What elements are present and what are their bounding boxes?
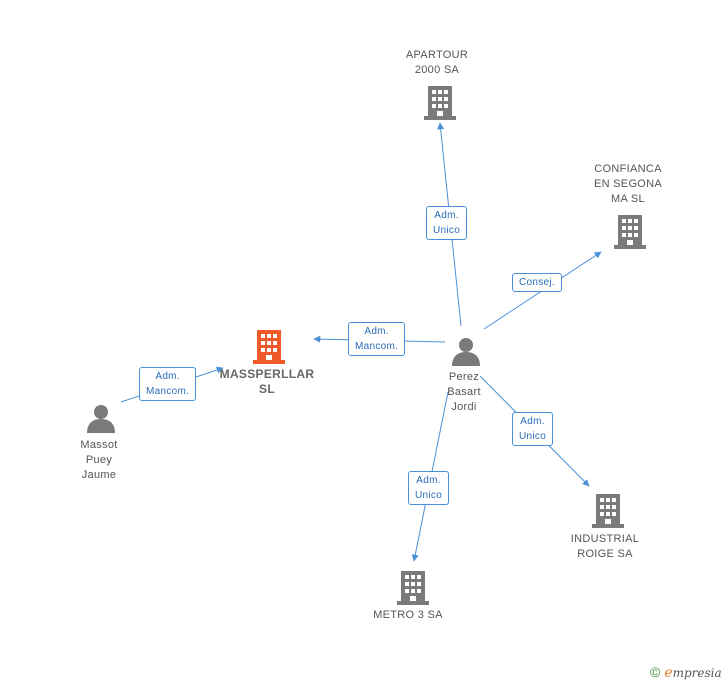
edge-label-massot-massperllar-line-1: Adm. (155, 371, 180, 382)
perez-label[interactable]: Perez Basart Jordi (429, 370, 499, 415)
confianca-building-icon[interactable] (614, 213, 646, 249)
brand-logo: empresia (664, 665, 722, 681)
edge-label-perez-industrial-line-1: Adm. (520, 416, 545, 427)
industrial-building-icon[interactable] (592, 492, 624, 528)
metro-label-line-1: METRO 3 SA (373, 609, 443, 621)
edge-label-massot-massperllar-line-2: Mancom. (146, 386, 190, 397)
edge-label-perez-apartour-line-1: Adm. (434, 210, 459, 221)
edge-label-perez-massperllar[interactable]: Adm. Mancom. (348, 322, 406, 356)
edge-label-perez-confianca-line-1: Consej. (519, 277, 556, 288)
apartour-label[interactable]: APARTOUR 2000 SA (392, 48, 482, 78)
edge-label-perez-apartour[interactable]: Adm. Unico (426, 206, 468, 240)
edge-label-perez-confianca[interactable]: Consej. (512, 273, 563, 292)
brand-logo-initial: e (664, 665, 673, 681)
perez-label-line-3: Jordi (451, 401, 477, 413)
perez-label-line-1: Perez (448, 371, 480, 383)
confianca-label-line-1: CONFIANCA (594, 163, 662, 175)
massperllar-label[interactable]: MASSPERLLAR SL (212, 367, 322, 397)
industrial-label-line-2: ROIGE SA (577, 548, 633, 560)
metro-building-icon[interactable] (397, 569, 429, 605)
edge-label-perez-industrial[interactable]: Adm. Unico (512, 412, 554, 446)
massperllar-label-line-2: SL (259, 382, 275, 396)
massot-label[interactable]: Massot Puey Jaume (63, 438, 135, 483)
massot-person-icon[interactable] (86, 403, 116, 433)
edge-label-perez-metro-line-1: Adm. (416, 475, 441, 486)
copyright-icon: © (650, 664, 661, 680)
confianca-label-line-2: EN SEGONA (593, 178, 663, 190)
edge-label-perez-metro[interactable]: Adm. Unico (408, 471, 450, 505)
edge-label-perez-massperllar-line-1: Adm. (364, 326, 389, 337)
edge-label-massot-massperllar[interactable]: Adm. Mancom. (139, 367, 197, 401)
footer-copyright: ©empresia (650, 664, 722, 681)
perez-label-line-2: Basart (447, 386, 481, 398)
massot-label-line-3: Jaume (81, 469, 117, 481)
metro-label[interactable]: METRO 3 SA (358, 608, 458, 623)
brand-logo-rest: mpresia (672, 666, 722, 680)
massperllar-label-line-1: MASSPERLLAR (219, 367, 315, 381)
confianca-label-line-3: MA SL (611, 193, 645, 205)
massperllar-building-icon[interactable] (253, 328, 285, 364)
apartour-label-line-2: 2000 SA (414, 64, 460, 76)
edge-label-perez-metro-line-2: Unico (415, 490, 443, 501)
apartour-label-line-1: APARTOUR (405, 49, 469, 61)
apartour-building-icon[interactable] (424, 84, 456, 120)
edge-label-perez-massperllar-line-2: Mancom. (355, 341, 399, 352)
edge-label-perez-apartour-line-2: Unico (433, 225, 461, 236)
edge-label-perez-industrial-line-2: Unico (519, 431, 547, 442)
massot-label-line-2: Puey (85, 454, 113, 466)
industrial-label-line-1: INDUSTRIAL (570, 533, 640, 545)
industrial-label[interactable]: INDUSTRIAL ROIGE SA (560, 532, 650, 562)
confianca-label[interactable]: CONFIANCA EN SEGONA MA SL (583, 162, 673, 207)
massot-label-line-1: Massot (80, 439, 118, 451)
perez-person-icon[interactable] (451, 336, 481, 366)
